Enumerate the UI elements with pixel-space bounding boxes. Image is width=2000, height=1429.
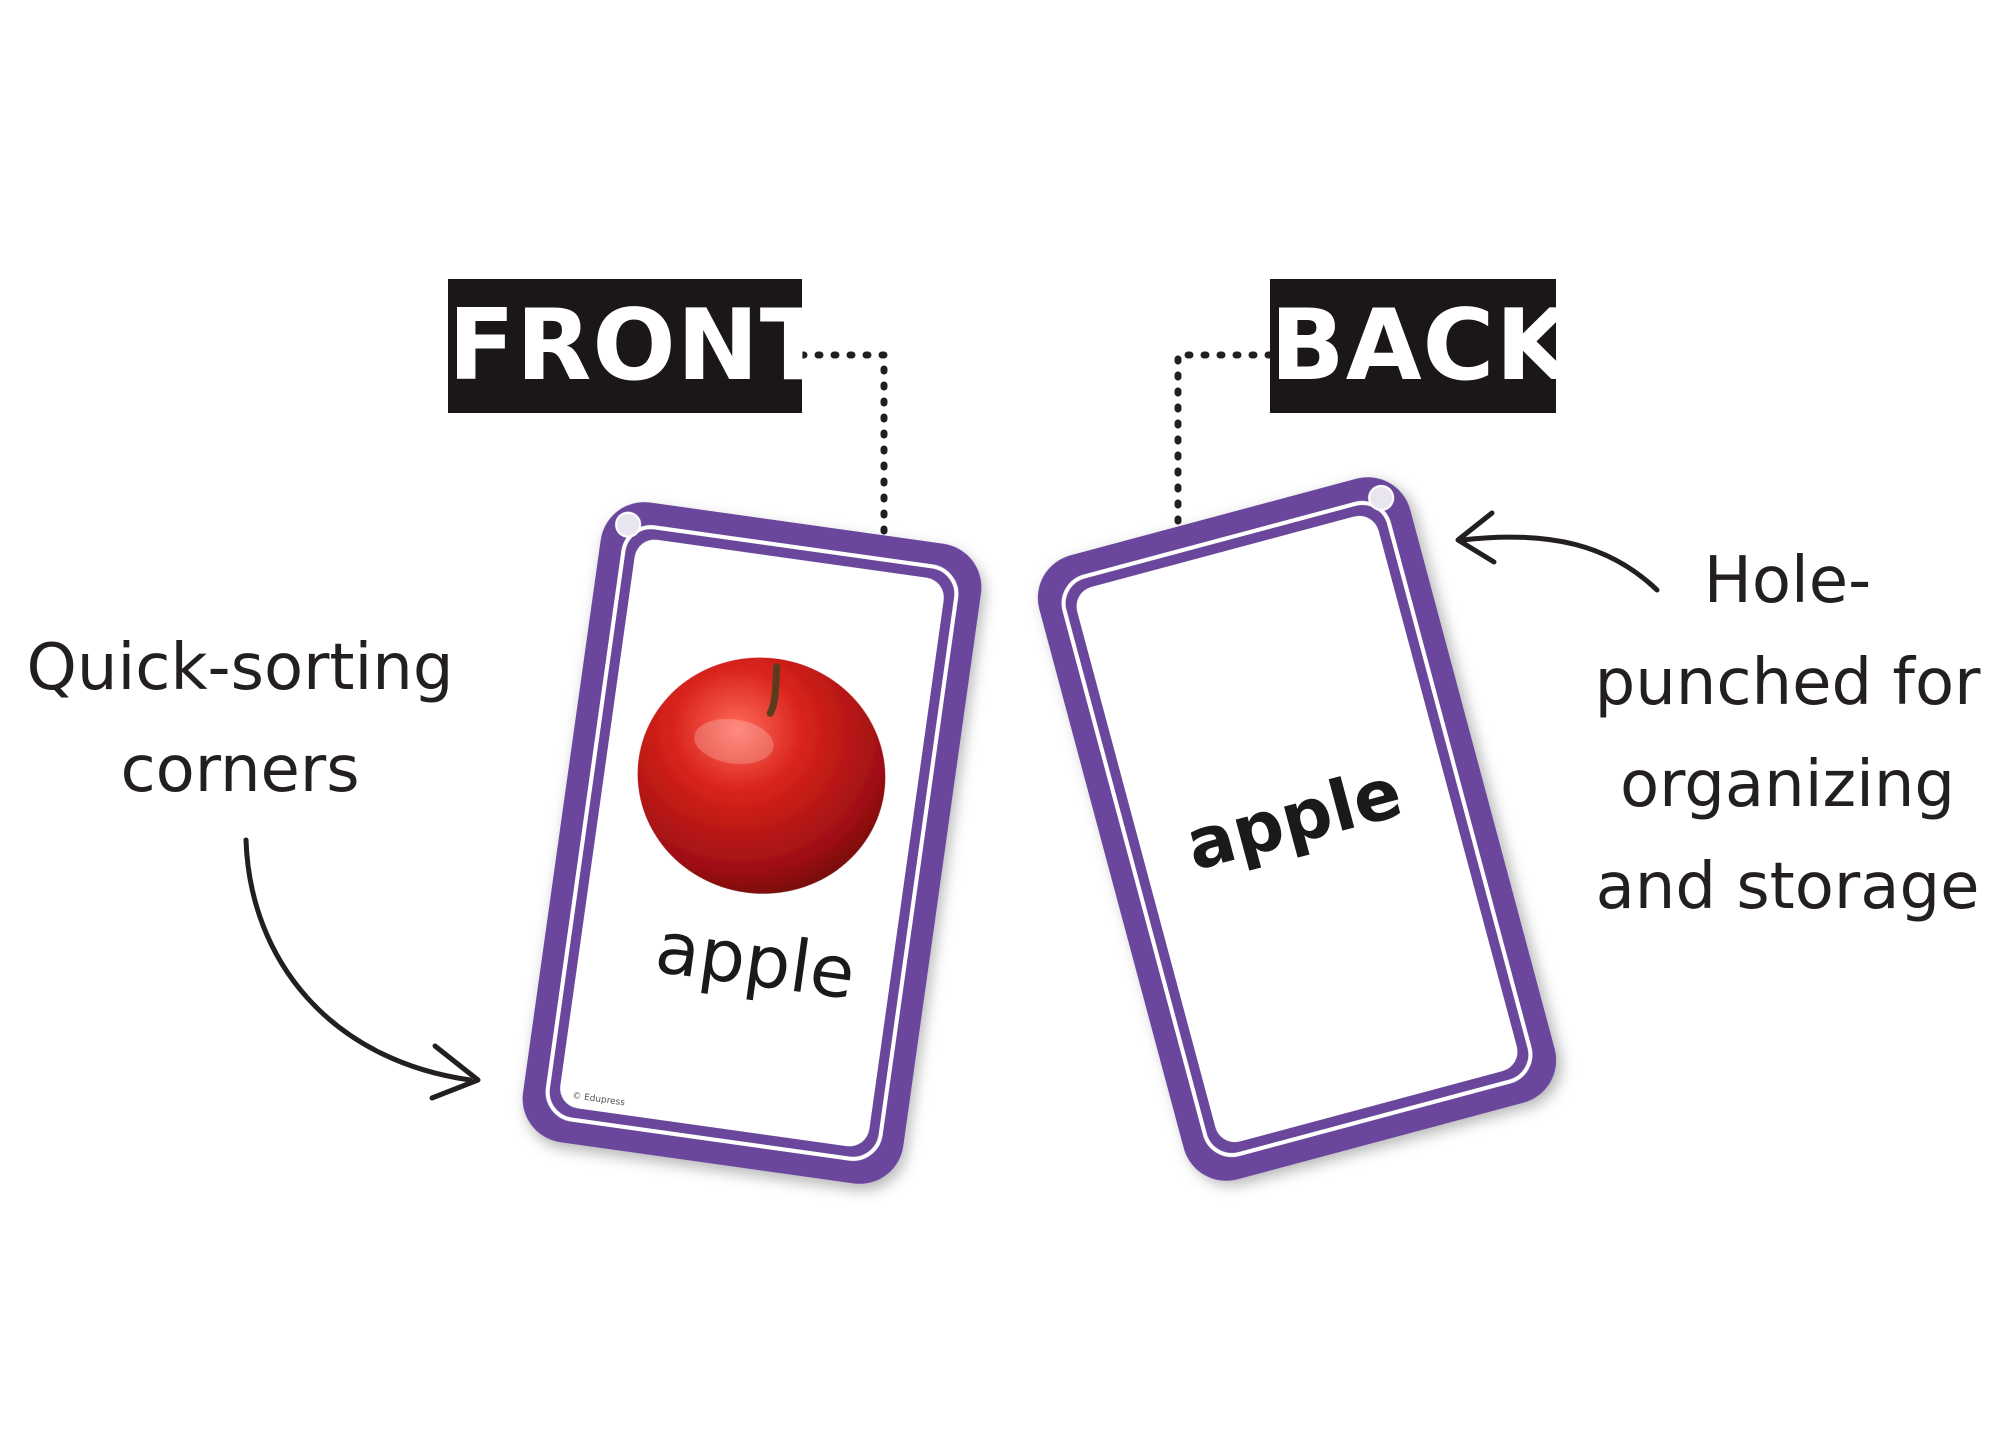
front-leader-line — [798, 351, 888, 552]
hole-punched-note: Hole- punched for organizing and storage — [1594, 544, 1981, 924]
front-label: FRONT — [448, 279, 827, 413]
apple-picture — [637, 657, 886, 894]
corner-arrow — [243, 837, 473, 1083]
back-label: BACK — [1270, 279, 1571, 413]
corner-arrowhead — [429, 1043, 481, 1101]
back-leader-line — [1174, 351, 1274, 544]
hole-arrowhead — [1455, 510, 1497, 565]
front-card — [522, 502, 982, 1184]
quick-sorting-note: Quick-sorting corners — [26, 631, 454, 807]
front-hole-punch — [615, 511, 642, 538]
back-card — [1037, 477, 1557, 1181]
back-hole-punch — [1368, 484, 1395, 511]
hole-arrow — [1459, 534, 1660, 593]
